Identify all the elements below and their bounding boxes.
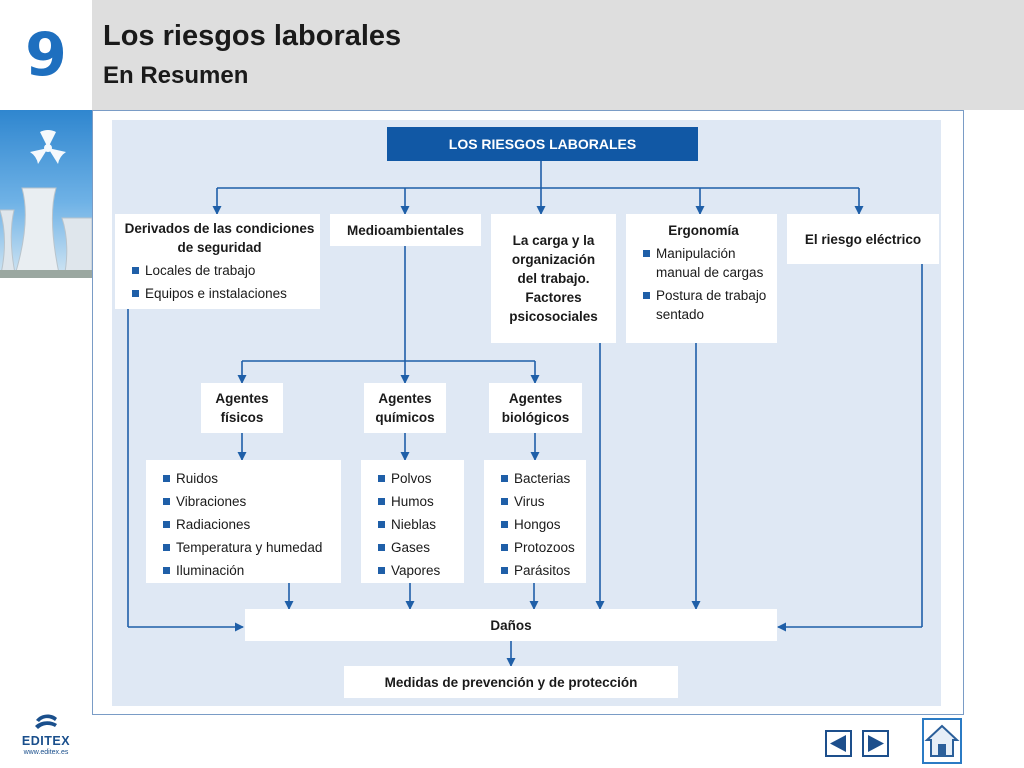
root-node: LOS RIESGOS LABORALES [387, 127, 698, 161]
triangle-right-icon [868, 735, 884, 752]
power-plant-image [0, 110, 92, 278]
category-medioambientales: Medioambientales [330, 214, 481, 246]
agent-biologicos: Agentes biológicos [489, 383, 582, 433]
house-icon [924, 724, 960, 757]
category-carga: La carga y la organización del trabajo. … [491, 214, 616, 343]
radiation-symbol-icon [30, 130, 66, 164]
editex-logo-icon [35, 714, 57, 729]
list-item: Virus [492, 492, 582, 511]
category-title: La carga y la organización del trabajo. … [509, 233, 598, 324]
list-item: Equipos e instalaciones [123, 284, 316, 303]
list-item: Protozoos [492, 538, 582, 557]
category-electrico: El riesgo eléctrico [787, 214, 939, 264]
triangle-left-icon [830, 735, 846, 752]
agent-quimicos: Agentes químicos [364, 383, 446, 433]
medidas-label: Medidas de prevención y de protección [384, 674, 638, 690]
list-item: Parásitos [492, 561, 582, 580]
category-title: Medioambientales [346, 222, 465, 238]
editex-logo: EDITEX www.editex.es [18, 712, 74, 760]
logo-url: www.editex.es [23, 749, 69, 756]
list-item: Radiaciones [154, 515, 337, 534]
agent-title: Agentes biológicos [501, 391, 570, 425]
list-item: Bacterias [492, 469, 582, 488]
page-subtitle: En Resumen [103, 62, 249, 89]
list-item: Vibraciones [154, 492, 337, 511]
list-item: Manipulación manual de cargas [634, 244, 773, 282]
logo-text: EDITEX [21, 734, 71, 748]
danos-label: Daños [490, 617, 532, 633]
agent-title: Agentes químicos [375, 391, 435, 425]
list-item: Hongos [492, 515, 582, 534]
previous-button[interactable] [825, 730, 852, 757]
medidas-node: Medidas de prevención y de protección [344, 666, 678, 698]
agent-biologicos-list: Bacterias Virus Hongos Protozoos Parásit… [484, 460, 586, 583]
agent-fisicos-list: Ruidos Vibraciones Radiaciones Temperatu… [146, 460, 341, 583]
header-band [92, 0, 1024, 110]
list-item: Humos [369, 492, 460, 511]
list-item: Ruidos [154, 469, 337, 488]
list-item: Nieblas [369, 515, 460, 534]
list-item: Temperatura y humedad [154, 538, 337, 557]
list-item: Polvos [369, 469, 460, 488]
next-button[interactable] [862, 730, 889, 757]
agent-quimicos-list: Polvos Humos Nieblas Gases Vapores [361, 460, 464, 583]
list-item: Vapores [369, 561, 460, 580]
agent-title: Agentes físicos [215, 391, 269, 425]
category-title: El riesgo eléctrico [804, 231, 922, 247]
page-title: Los riesgos laborales [103, 20, 402, 52]
list-item: Locales de trabajo [123, 261, 316, 280]
category-ergonomia: Ergonomía Manipulación manual de cargas … [626, 214, 777, 343]
category-title: Derivados de las condiciones de segurida… [124, 221, 315, 255]
danos-node: Daños [245, 609, 777, 641]
category-seguridad: Derivados de las condiciones de segurida… [115, 214, 320, 309]
list-item: Iluminación [154, 561, 337, 580]
category-title: Ergonomía [668, 223, 739, 238]
home-button[interactable] [922, 718, 962, 764]
list-item: Postura de trabajo sentado [634, 286, 773, 324]
list-item: Gases [369, 538, 460, 557]
chapter-number: 9 [25, 20, 67, 90]
agent-fisicos: Agentes físicos [201, 383, 283, 433]
